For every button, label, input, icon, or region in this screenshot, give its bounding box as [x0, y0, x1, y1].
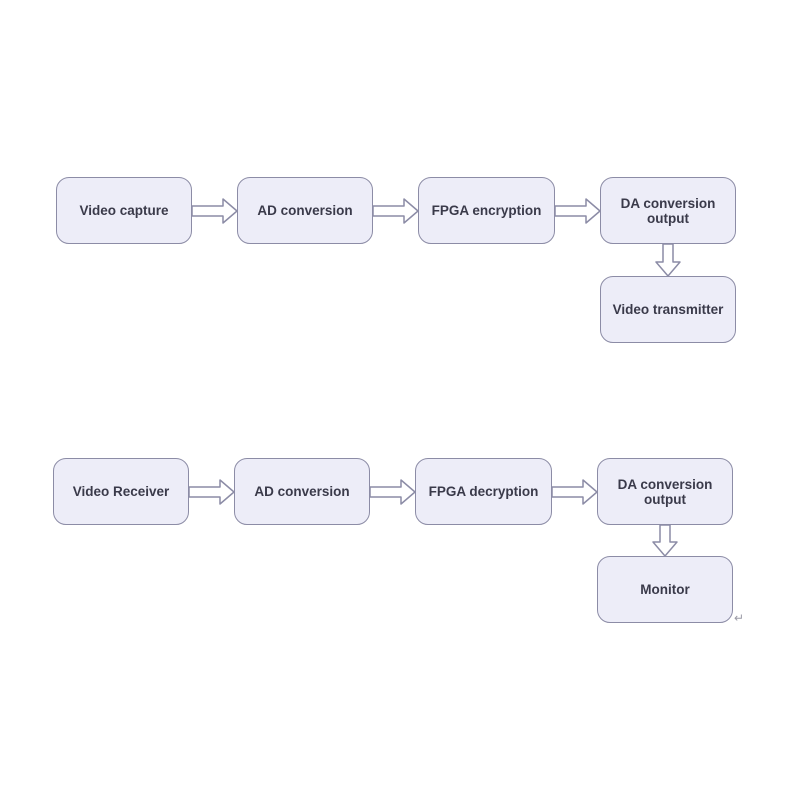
- arrow-da-to-transmitter: [655, 243, 681, 277]
- arrow-right-shape: [551, 479, 598, 505]
- node-label-line2: output: [644, 491, 686, 507]
- node-video-transmitter: Video transmitter: [600, 276, 736, 343]
- paragraph-end-mark: ↵: [734, 611, 745, 625]
- arrow-down-shape: [652, 524, 678, 557]
- node-ad-conversion-rx: AD conversion: [234, 458, 370, 525]
- arrow-down-shape: [655, 243, 681, 277]
- node-label-line1: DA conversion: [617, 476, 713, 492]
- node-fpga-encryption: FPGA encryption: [418, 177, 555, 244]
- node-label-line2: output: [647, 210, 689, 226]
- arrow-right-shape: [369, 479, 416, 505]
- node-da-conversion-rx: DA conversion output: [597, 458, 733, 525]
- node-label: FPGA decryption: [428, 484, 539, 499]
- node-label: Video capture: [79, 203, 169, 218]
- node-label-line1: DA conversion: [620, 195, 716, 211]
- node-ad-conversion-tx: AD conversion: [237, 177, 373, 244]
- arrow-ad-to-fpga-rx: [369, 479, 416, 505]
- node-video-capture: Video capture: [56, 177, 192, 244]
- node-label: Video transmitter: [612, 302, 724, 317]
- arrow-right-shape: [554, 198, 601, 224]
- arrow-ad-to-fpga-tx: [372, 198, 419, 224]
- arrow-right-shape: [372, 198, 419, 224]
- node-label: AD conversion: [257, 203, 353, 218]
- node-da-conversion-tx: DA conversion output: [600, 177, 736, 244]
- node-label: Monitor: [640, 582, 690, 597]
- node-label: FPGA encryption: [431, 203, 542, 218]
- arrow-fpga-to-da-rx: [551, 479, 598, 505]
- arrow-capture-to-ad: [191, 198, 238, 224]
- arrow-fpga-to-da-tx: [554, 198, 601, 224]
- node-label: DA conversion output: [621, 196, 716, 226]
- node-video-receiver: Video Receiver: [53, 458, 189, 525]
- node-label: Video Receiver: [72, 484, 170, 499]
- arrow-receiver-to-ad: [188, 479, 235, 505]
- node-label: DA conversion output: [618, 477, 713, 507]
- arrow-right-shape: [188, 479, 235, 505]
- node-fpga-decryption: FPGA decryption: [415, 458, 552, 525]
- arrow-da-to-monitor: [652, 524, 678, 557]
- node-label: AD conversion: [254, 484, 350, 499]
- node-monitor: Monitor: [597, 556, 733, 623]
- arrow-right-shape: [191, 198, 238, 224]
